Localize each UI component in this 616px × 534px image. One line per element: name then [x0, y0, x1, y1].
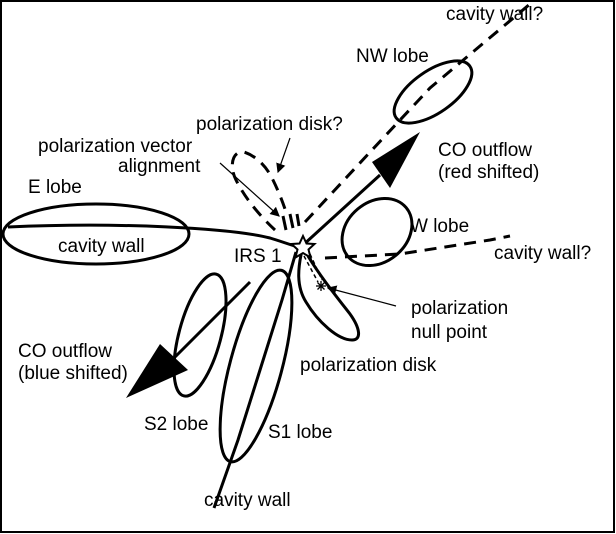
pointer-null-point — [326, 285, 397, 307]
label-co-outflow-blue-line1: CO outflow — [18, 341, 112, 362]
label-nw-lobe: NW lobe — [356, 46, 429, 67]
label-s1-lobe: S1 lobe — [268, 422, 332, 443]
label-polarization-disk: polarization disk — [300, 355, 437, 376]
star-icon — [289, 233, 317, 260]
s2-lobe-ellipse — [172, 272, 228, 398]
label-polarization-vector-line1: polarization vector — [38, 136, 193, 157]
co-outflow-red-arrowhead — [372, 132, 420, 188]
polarization-vector-1 — [281, 215, 288, 231]
polarization-vector-2 — [288, 213, 295, 229]
pointer-polarization-disk-question — [276, 137, 291, 174]
label-polarization-null-line1: polarization — [411, 298, 508, 319]
label-irs1: IRS 1 — [234, 246, 282, 267]
asterisk-icon — [316, 281, 326, 291]
co-outflow-blue-arrowhead — [126, 344, 188, 398]
label-cavity-wall-bottom: cavity wall — [204, 490, 291, 511]
label-s2-lobe: S2 lobe — [144, 414, 208, 435]
cavity-wall-right-dashed — [324, 234, 511, 260]
label-cavity-wall-right: cavity wall? — [494, 243, 591, 264]
co-outflow-red-shaft — [300, 173, 382, 248]
polarization-disk-dashed — [230, 150, 288, 232]
nw-lobe-ellipse — [392, 59, 474, 125]
label-polarization-null-line2: null point — [411, 322, 488, 343]
label-w-lobe: W lobe — [410, 216, 469, 237]
label-cavity-wall-left: cavity wall — [58, 236, 145, 257]
cavity-wall-bottom-line — [212, 251, 298, 509]
polarization-vector-3 — [295, 213, 301, 227]
label-e-lobe: E lobe — [28, 177, 82, 198]
label-co-outflow-red-line1: CO outflow — [438, 140, 532, 161]
polarization-disk-loop — [297, 249, 360, 342]
label-co-outflow-blue-line2: (blue shifted) — [18, 363, 128, 384]
null-point-dashed-2 — [309, 253, 323, 281]
e-lobe-ellipse — [1, 202, 191, 266]
label-polarization-disk-question: polarization disk? — [196, 114, 343, 135]
cavity-wall-left-line — [7, 223, 299, 249]
label-co-outflow-red-line2: (red shifted) — [438, 162, 539, 183]
pointer-polarization-vector — [219, 162, 280, 217]
label-polarization-vector-line2: alignment — [118, 156, 201, 177]
co-outflow-blue-shaft — [170, 280, 252, 362]
null-point-dashed-1 — [303, 255, 319, 283]
label-cavity-wall-top-right: cavity wall? — [446, 4, 543, 25]
cavity-wall-nw-dashed — [303, 2, 531, 224]
